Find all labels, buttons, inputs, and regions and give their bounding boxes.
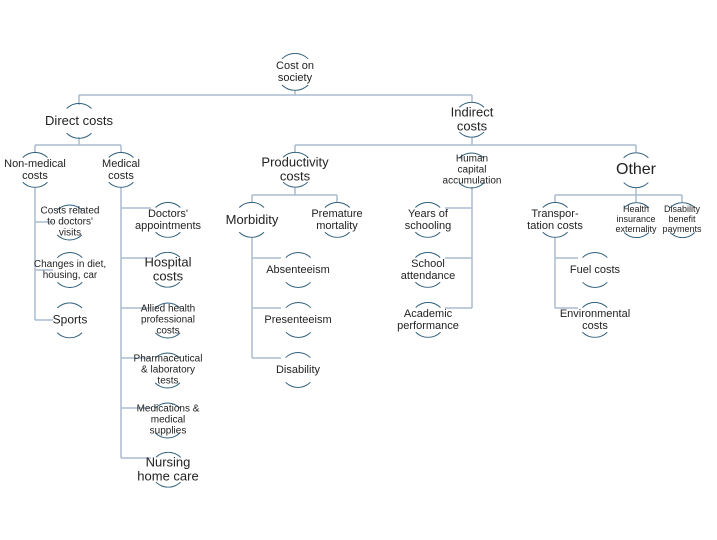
node-ring-icon [279, 302, 316, 338]
node-ring-icon [103, 152, 139, 188]
node-label: Non-medical costs [4, 157, 66, 182]
node-mortality: Premature mortality [311, 202, 363, 238]
node-productivity: Productivity costs [261, 152, 329, 188]
node-absenteeism: Absenteeism [266, 252, 330, 288]
node-label: Direct costs [45, 112, 113, 128]
node-label: Disability [275, 363, 321, 376]
node-label: Changes in diet, housing, car [33, 259, 107, 281]
node-ring-icon [617, 152, 654, 188]
node-doctors-visits: Costs related to doctors' visits [40, 204, 100, 240]
node-label: Pharmaceutical & laboratory tests [133, 353, 203, 387]
node-diet: Changes in diet, housing, car [33, 252, 107, 288]
node-ring-icon [150, 402, 186, 438]
node-label: Presenteeism [264, 313, 332, 326]
node-ring-icon [149, 202, 186, 238]
node-label: Costs related to doctors' visits [40, 205, 100, 239]
node-human-capital: Human capital accumulation [442, 152, 502, 188]
node-ring-icon [234, 201, 270, 238]
node-label: Nursing home care [137, 454, 199, 484]
node-doctors-appointments: Doctors' appointments [134, 202, 202, 238]
node-ring-icon [280, 252, 316, 288]
node-nonmedical: Non-medical costs [4, 152, 66, 188]
node-label: Sports [52, 312, 88, 327]
node-presenteeism: Presenteeism [264, 302, 332, 338]
node-label: Doctors' appointments [134, 207, 202, 232]
node-ring-icon [409, 302, 446, 338]
node-ring-icon [576, 252, 613, 288]
node-label: Disability benefit payments [662, 204, 702, 234]
node-ring-icon [453, 152, 490, 188]
node-ring-icon [318, 202, 355, 238]
node-label: Medications & medical supplies [136, 403, 200, 437]
node-ring-icon [409, 202, 446, 238]
node-attendance: School attendance [400, 252, 456, 288]
node-ring-icon [61, 102, 97, 139]
node-label: Hospital costs [144, 254, 192, 284]
node-label: Human capital accumulation [442, 153, 502, 187]
node-ring-icon [149, 302, 186, 338]
node-root: Cost on society [275, 53, 314, 91]
node-disability: Disability [275, 352, 321, 388]
node-ring-icon [275, 53, 314, 91]
node-label: Allied health professional costs [140, 303, 196, 337]
node-transportation: Transpor- tation costs [527, 202, 583, 238]
node-disability-benefit: Disability benefit payments [662, 201, 702, 238]
node-ring-icon [410, 252, 446, 288]
node-ring-icon [52, 252, 88, 288]
node-label: Absenteeism [266, 263, 330, 276]
node-label: Other [615, 161, 657, 179]
node-label: Premature mortality [311, 207, 363, 232]
node-ring-icon [149, 352, 186, 388]
node-medications: Medications & medical supplies [136, 402, 200, 438]
node-ring-icon [150, 252, 186, 288]
node-ring-icon [536, 202, 573, 238]
node-ring-icon [276, 152, 313, 188]
node-label: School attendance [400, 257, 456, 282]
node-nursing: Nursing home care [137, 452, 199, 488]
node-label: Academic performance [397, 307, 459, 332]
node-ring-icon [149, 452, 186, 488]
node-morbidity: Morbidity [225, 201, 279, 238]
node-indirect: Indirect costs [450, 102, 494, 138]
node-hospital: Hospital costs [144, 252, 192, 288]
node-direct: Direct costs [45, 102, 113, 139]
node-academic: Academic performance [397, 302, 459, 338]
node-schooling: Years of schooling [404, 202, 452, 238]
node-ring-icon [51, 204, 88, 240]
node-medical: Medical costs [102, 152, 140, 188]
node-label: Indirect costs [450, 104, 494, 134]
node-label: Productivity costs [261, 154, 329, 184]
node-fuel: Fuel costs [569, 252, 621, 288]
node-ring-icon [17, 152, 53, 188]
node-ring-icon [618, 201, 654, 238]
node-environmental: Environmental costs [559, 302, 631, 338]
node-label: Environmental costs [559, 307, 631, 332]
node-label: Morbidity [225, 211, 279, 227]
node-label: Medical costs [102, 157, 140, 182]
node-health-insurance: Health insurance externality [615, 201, 657, 238]
node-ring-icon [52, 302, 88, 338]
node-label: Transpor- tation costs [527, 207, 583, 232]
node-label: Health insurance externality [615, 204, 657, 234]
node-ring-icon [576, 302, 613, 338]
node-ring-icon [453, 102, 490, 138]
node-sports: Sports [52, 302, 88, 338]
node-ring-icon [279, 352, 316, 388]
node-label: Years of schooling [404, 207, 452, 232]
node-label: Cost on society [276, 59, 314, 84]
node-other: Other [615, 152, 657, 188]
node-label: Fuel costs [569, 263, 621, 276]
node-ring-icon [664, 201, 700, 238]
node-pharma: Pharmaceutical & laboratory tests [133, 352, 203, 388]
node-allied: Allied health professional costs [140, 302, 196, 338]
